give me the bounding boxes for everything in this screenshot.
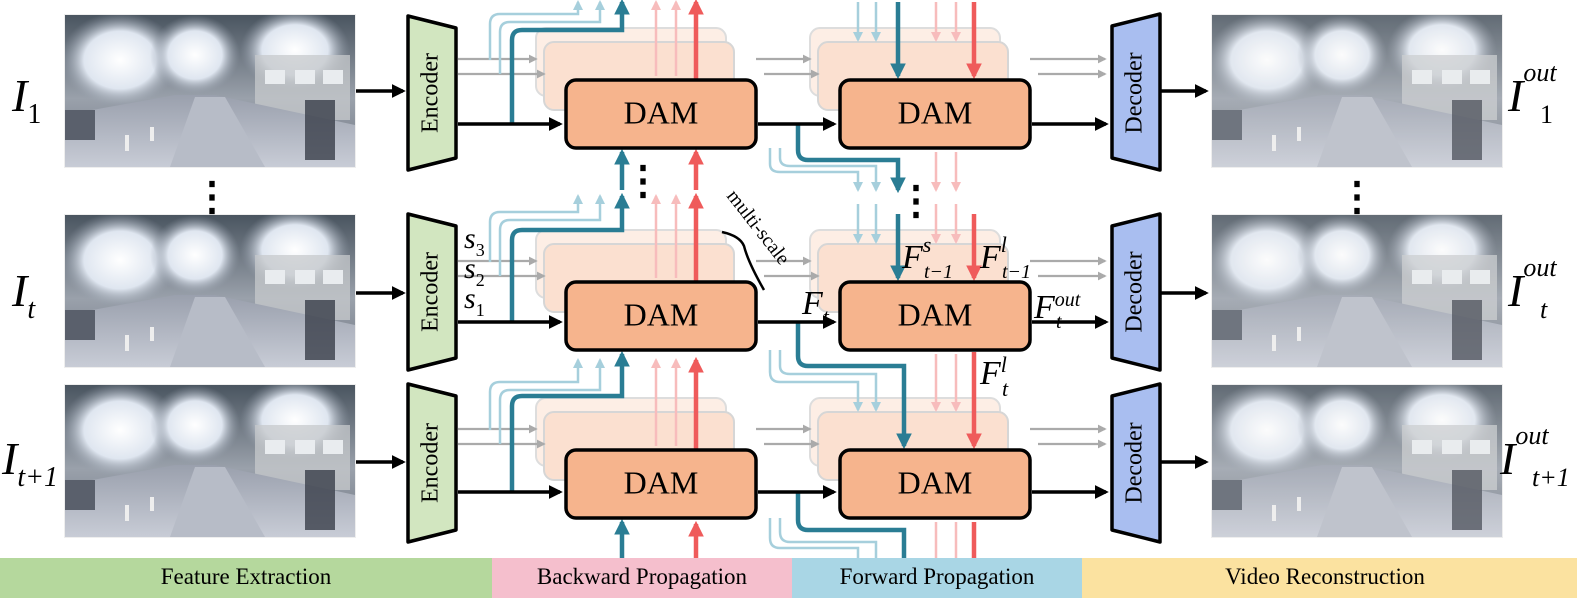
svg-text:Encoder: Encoder — [418, 423, 444, 503]
ellipsis-forward: ⋮ — [896, 178, 936, 223]
label-f-t: Ft — [801, 285, 830, 329]
svg-text:DAM: DAM — [898, 464, 973, 500]
dam-forward-1: DAM — [838, 78, 1032, 150]
svg-text:Decoder: Decoder — [1122, 422, 1148, 503]
svg-text:DAM: DAM — [624, 94, 699, 130]
stage-forward-propagation — [792, 558, 1082, 598]
dam-backward-1: DAM — [564, 78, 758, 150]
ellipsis-backward: ⋮ — [623, 158, 663, 203]
svg-text:Decoder: Decoder — [1122, 251, 1148, 332]
input-label-t: It — [11, 265, 36, 325]
decoder-1: Decoder — [1110, 12, 1162, 172]
stage-label-forward: Forward Propagation — [840, 564, 1035, 589]
dam-forward-t: DAM — [838, 280, 1032, 352]
scale-labels: s3 s2 s1 — [464, 222, 485, 320]
forward-teal-main — [795, 2, 912, 588]
output-arrows — [1160, 84, 1209, 469]
encoder-t1: Encoder — [406, 382, 458, 544]
output-frames — [1211, 14, 1503, 538]
svg-text:Encoder: Encoder — [418, 53, 444, 133]
scale-label-s1: s1 — [464, 282, 485, 320]
input-frames — [64, 14, 356, 538]
input-label-1: I1 — [11, 70, 41, 130]
backward-branches-light — [488, 0, 605, 596]
svg-text:Encoder: Encoder — [418, 252, 444, 332]
input-arrows — [356, 84, 406, 469]
dam-backward-t1: DAM — [564, 448, 758, 520]
decoders: Decoder Decoder Decoder — [1110, 12, 1162, 544]
stage-label-backward: Backward Propagation — [537, 564, 748, 589]
svg-text:DAM: DAM — [898, 94, 973, 130]
input-frame-t — [65, 215, 355, 367]
dam-backward-t: DAM — [564, 280, 758, 352]
scale-label-s3: s3 — [464, 222, 485, 260]
stage-video-reconstruction — [1082, 558, 1577, 598]
input-frame-t1 — [65, 385, 355, 537]
output-frame-t1 — [1212, 385, 1502, 537]
svg-text:DAM: DAM — [624, 296, 699, 332]
stage-label-reconstruction: Video Reconstruction — [1225, 564, 1425, 589]
ellipses: ⋮ ⋮ ⋮ ⋮ — [192, 158, 1377, 223]
input-label-t1: It+1 — [1, 433, 58, 493]
stage-bar: Feature Extraction Backward Propagation … — [0, 558, 1577, 598]
ellipsis-input: ⋮ — [192, 174, 232, 219]
stage-backward-propagation — [492, 558, 792, 598]
output-frame-t — [1212, 215, 1502, 367]
forward-branches-light — [768, 2, 881, 582]
dam-forward-t1: DAM — [838, 448, 1032, 520]
stage-feature-extraction — [0, 558, 492, 598]
encoders: Encoder Encoder Encoder — [406, 14, 458, 544]
decoder-t: Decoder — [1110, 212, 1162, 372]
stage-label-feature: Feature Extraction — [161, 564, 332, 589]
scale-label-s2: s2 — [464, 252, 485, 290]
svg-text:Decoder: Decoder — [1122, 52, 1148, 133]
svg-text:DAM: DAM — [898, 296, 973, 332]
input-frame-1 — [65, 15, 355, 167]
encoder-1: Encoder — [406, 14, 458, 172]
main-flow-arrows — [458, 117, 1109, 499]
dam-blocks: DAM DAM DAM DAM DAM DAM — [564, 78, 1032, 520]
scale-lines — [458, 54, 1107, 449]
svg-text:DAM: DAM — [624, 464, 699, 500]
decoder-t1: Decoder — [1110, 382, 1162, 544]
output-frame-1 — [1212, 15, 1502, 167]
encoder-t: Encoder — [406, 212, 458, 372]
ellipsis-output: ⋮ — [1337, 174, 1377, 219]
